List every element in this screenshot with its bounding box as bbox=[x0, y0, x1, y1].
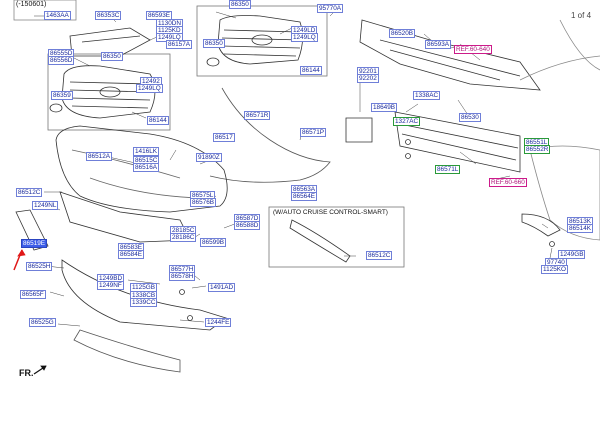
part-label-1339CC[interactable]: 1339CC bbox=[130, 298, 158, 307]
page-indicator: 1 of 4 bbox=[571, 11, 592, 20]
part-label-86359[interactable]: 86359 bbox=[51, 91, 73, 100]
part-label-1249LQ-c[interactable]: 1249LQ bbox=[136, 84, 163, 93]
part-label-92202[interactable]: 92202 bbox=[357, 74, 379, 83]
part-label-1327AC[interactable]: 1327AC bbox=[393, 117, 421, 126]
part-label-86144-left[interactable]: 86144 bbox=[147, 116, 169, 125]
part-label-86565F[interactable]: 86565F bbox=[20, 290, 46, 299]
part-label-86584E[interactable]: 86584E bbox=[118, 250, 145, 259]
part-label-86514K[interactable]: 86514K bbox=[567, 224, 594, 233]
cruise-inset-box bbox=[268, 206, 405, 268]
cruise-trim bbox=[289, 219, 351, 263]
part-label-86593A[interactable]: 86593A bbox=[425, 40, 452, 49]
date-code: (-150601) bbox=[16, 1, 47, 8]
part-label-1463AA[interactable]: 1463AA bbox=[44, 11, 71, 20]
grille-mid-drawing bbox=[217, 15, 303, 65]
grille-inset-mid bbox=[196, 5, 328, 77]
part-label-1416LK[interactable]: 1416LK bbox=[133, 147, 160, 156]
reference-link-60-640[interactable]: REF.60-640 bbox=[454, 45, 492, 54]
emblem-mid bbox=[206, 57, 220, 67]
part-label-86520B[interactable]: 86520B bbox=[389, 29, 416, 38]
emblem-left bbox=[49, 103, 63, 113]
side-bracket-left bbox=[15, 209, 49, 251]
part-label-86517[interactable]: 86517 bbox=[213, 133, 235, 142]
part-label-86519E-selected[interactable]: 86519E bbox=[21, 239, 48, 248]
part-label-86144-top[interactable]: 86144 bbox=[300, 66, 322, 75]
bumper-beam bbox=[394, 111, 521, 173]
reference-link-60-660[interactable]: REF.60-660 bbox=[489, 178, 527, 187]
absorber-upper bbox=[359, 19, 541, 91]
part-label-86157A[interactable]: 86157A bbox=[166, 40, 193, 49]
part-label-86530[interactable]: 86530 bbox=[459, 113, 481, 122]
part-label-95770A[interactable]: 95770A bbox=[317, 4, 344, 13]
part-label-86576B[interactable]: 86576B bbox=[190, 198, 217, 207]
part-label-1491AD[interactable]: 1491AD bbox=[208, 283, 236, 292]
harness bbox=[209, 87, 331, 183]
part-label-86571L[interactable]: 86571L bbox=[435, 165, 461, 174]
part-label-86525G[interactable]: 86525G bbox=[29, 318, 56, 327]
part-label-1249LQ-b[interactable]: 1249LQ bbox=[291, 33, 318, 42]
part-label-28186C[interactable]: 28186C bbox=[170, 233, 197, 242]
front-marker: FR. bbox=[19, 368, 34, 378]
part-label-86512C[interactable]: 86512C bbox=[16, 188, 43, 197]
part-label-86512C-b[interactable]: 86512C bbox=[366, 251, 393, 260]
part-label-86599B[interactable]: 86599B bbox=[200, 238, 227, 247]
part-label-86525H[interactable]: 86525H bbox=[26, 262, 53, 271]
part-label-86353C[interactable]: 86353C bbox=[95, 11, 122, 20]
part-label-1125KO[interactable]: 1125KO bbox=[541, 265, 568, 274]
lamp-bracket bbox=[345, 117, 373, 143]
fender-outline bbox=[529, 145, 600, 241]
bumper-cover bbox=[55, 125, 228, 213]
header-box bbox=[13, 0, 77, 21]
part-label-18649B[interactable]: 18649B bbox=[371, 103, 398, 112]
part-label-86588D[interactable]: 86588D bbox=[234, 221, 261, 230]
part-label-91890Z[interactable]: 91890Z bbox=[196, 153, 222, 162]
part-label-86564E[interactable]: 86564E bbox=[291, 192, 318, 201]
part-label-86571P[interactable]: 86571P bbox=[300, 128, 327, 137]
part-label-86516A[interactable]: 86516A bbox=[133, 163, 160, 172]
part-label-1338AC[interactable]: 1338AC bbox=[413, 91, 441, 100]
part-label-1249GB[interactable]: 1249GB bbox=[558, 250, 586, 259]
side-bracket-right bbox=[521, 213, 561, 237]
part-label-86556D[interactable]: 86556D bbox=[48, 56, 75, 65]
part-label-86350-top[interactable]: 86350 bbox=[229, 0, 251, 9]
part-label-86350-left[interactable]: 86350 bbox=[101, 52, 123, 61]
part-label-86512A[interactable]: 86512A bbox=[86, 152, 113, 161]
part-label-1249NF[interactable]: 1249NF bbox=[97, 281, 124, 290]
part-label-86571R[interactable]: 86571R bbox=[244, 111, 271, 120]
part-label-86552R[interactable]: 86552R bbox=[524, 145, 551, 154]
part-label-86578H[interactable]: 86578H bbox=[169, 272, 196, 281]
cruise-inset-caption: (W/AUTO CRUISE CONTROL-SMART) bbox=[273, 209, 388, 216]
part-label-1244FE[interactable]: 1244FE bbox=[205, 318, 232, 327]
part-label-1249NL[interactable]: 1249NL bbox=[32, 201, 59, 210]
part-label-86350-mid[interactable]: 86350 bbox=[203, 39, 225, 48]
